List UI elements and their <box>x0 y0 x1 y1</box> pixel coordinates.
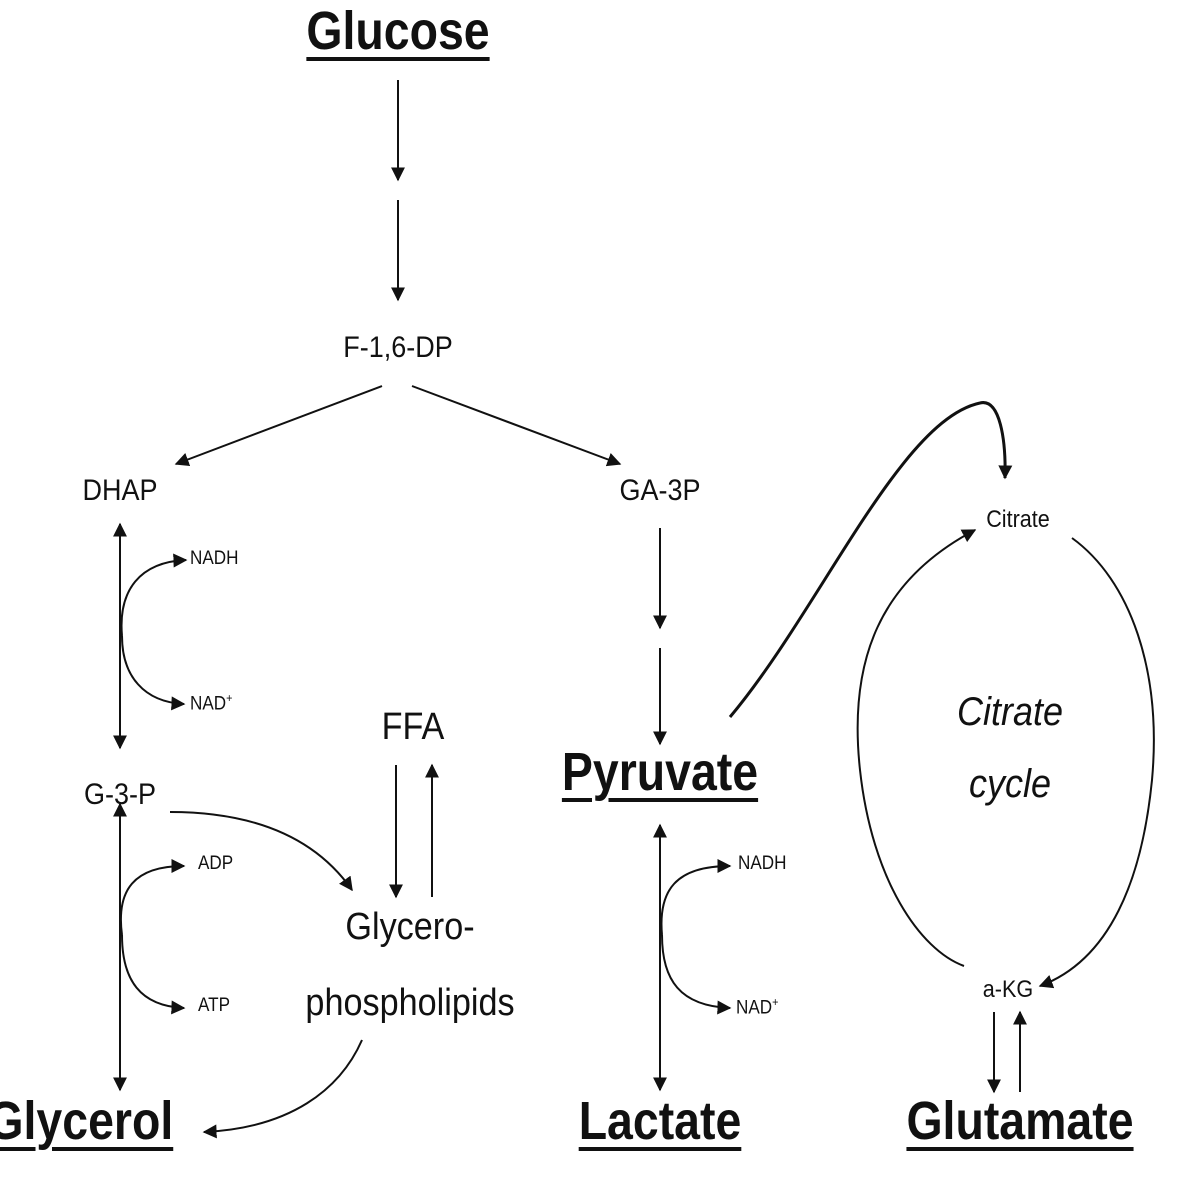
cycle-label-line1: Citrate <box>956 690 1064 734</box>
metabolite-citrate: Citrate <box>986 506 1050 533</box>
arrow-pyruvate-to-citrate <box>728 401 1013 718</box>
cofactor-pyruvate-nad: NAD+ <box>736 996 778 1017</box>
cofactor-g3p-adp: ADP <box>198 853 234 874</box>
cofactor-dhap-nad: NAD+ <box>190 692 232 713</box>
arrow-g3p-to-glycerophospholipids <box>169 811 353 892</box>
arrow-cycle-to-akg <box>1038 537 1155 989</box>
metabolite-glycerophospholipids-line2: phospholipids <box>305 982 515 1024</box>
metabolite-glutamate: Glutamate <box>906 1091 1134 1151</box>
metabolite-ffa: FFA <box>381 706 445 748</box>
metabolite-f16dp: F-1,6-DP <box>343 331 453 364</box>
arrow-f16dp-to-dhap <box>174 385 383 467</box>
metabolite-ga3p: GA-3P <box>619 474 701 507</box>
metabolite-dhap: DHAP <box>82 474 158 507</box>
metabolite-glycerol: Glycerol <box>0 1091 174 1151</box>
arrow-g3p-atp <box>121 934 186 1015</box>
cofactor-pyruvate-nad-label: NAD <box>736 997 773 1019</box>
metabolite-lactate: Lactate <box>578 1091 742 1151</box>
metabolite-glucose: Glucose <box>306 1 490 61</box>
metabolite-pyruvate: Pyruvate <box>561 742 759 802</box>
arrow-pyruvate-nad <box>661 934 732 1015</box>
arrow-f16dp-to-ga3p <box>411 385 622 467</box>
metabolite-g3p: G-3-P <box>83 778 156 811</box>
cofactor-pyruvate-nadh: NADH <box>738 853 787 874</box>
cycle-label-line2: cycle <box>968 762 1052 806</box>
arrow-cycle-to-citrate <box>856 529 977 967</box>
arrow-dhap-nadh <box>120 553 188 637</box>
arrow-dhap-nad <box>121 635 186 711</box>
cofactor-dhap-nadh: NADH <box>190 548 239 569</box>
cofactor-dhap-nad-label: NAD <box>190 693 227 715</box>
cofactor-pyruvate-nad-charge: + <box>772 995 779 1009</box>
cofactor-g3p-atp: ATP <box>198 995 230 1016</box>
metabolite-akg: a-KG <box>982 976 1034 1003</box>
arrow-glycerophospholipids-to-glycerol <box>202 1039 363 1139</box>
arrow-pyruvate-nadh <box>660 859 732 936</box>
cofactor-dhap-nad-charge: + <box>226 691 233 705</box>
metabolite-glycerophospholipids-line1: Glycero- <box>345 906 475 948</box>
arrow-g3p-adp <box>120 859 186 936</box>
